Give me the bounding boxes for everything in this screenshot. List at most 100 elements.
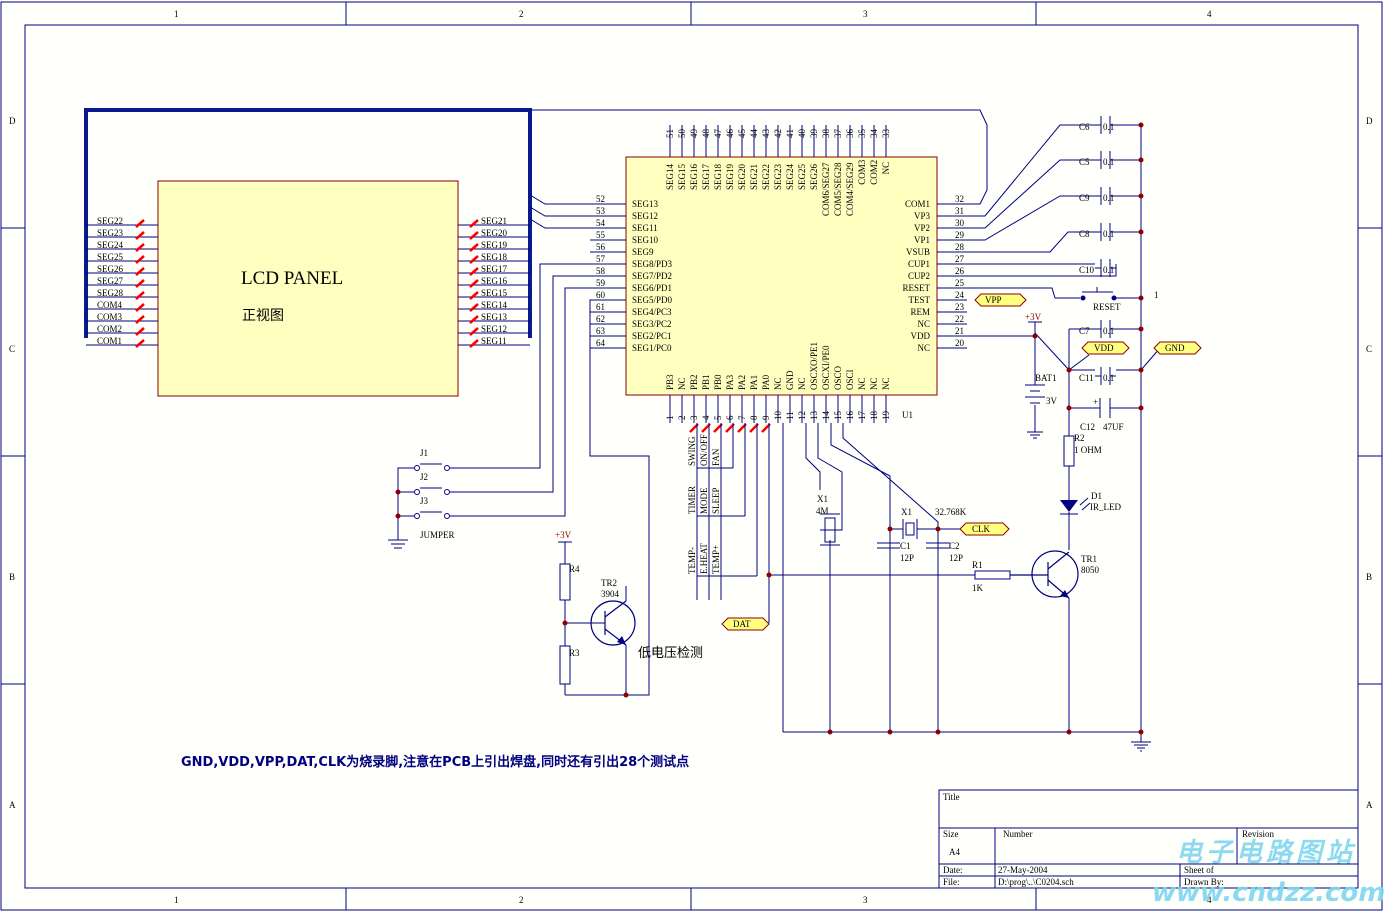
ic-left-pin-name: SEG2/PC1 xyxy=(632,331,672,341)
c1-val: 12P xyxy=(900,553,914,563)
ic-bottom-pin-name: PB0 xyxy=(713,374,723,390)
noconnect-mark xyxy=(135,339,145,348)
j2-label: J2 xyxy=(420,472,428,482)
noconnect-mark xyxy=(135,267,145,276)
ic-left-pin-name: SEG13 xyxy=(632,199,659,209)
tb-date-value: 27-May-2004 xyxy=(998,865,1048,875)
cap-value: 0.1 xyxy=(1103,193,1114,203)
ic-right-pin-num: 21 xyxy=(955,326,964,336)
ic-right-pin-name: NC xyxy=(917,343,930,353)
tr2-arrow xyxy=(617,636,626,645)
jumper-label: JUMPER xyxy=(420,530,455,540)
key-label: MODE xyxy=(699,487,709,514)
port-gnd: GND xyxy=(1153,341,1202,355)
ic-left-pin-name: SEG10 xyxy=(632,235,659,245)
d1-val: IR_LED xyxy=(1090,502,1121,512)
ic-left-pin-num: 53 xyxy=(596,206,606,216)
watermark-url: www.cndzz.com xyxy=(1152,878,1384,908)
col-label: 3 xyxy=(863,9,868,19)
ic-bottom-pin-name: PB1 xyxy=(701,374,711,390)
ic-bottom-pin-num: 13 xyxy=(809,411,819,421)
ic-left-pin-name: SEG4/PC3 xyxy=(632,307,672,317)
ic-top-pin-name: SEG24 xyxy=(785,163,795,190)
lcd-left-pin-label: COM2 xyxy=(97,324,122,334)
row-label: C xyxy=(9,344,15,354)
ic-left-pin-num: 59 xyxy=(596,278,606,288)
ic-top-pin-num: 33 xyxy=(881,129,891,139)
lcd-subtitle: 正视图 xyxy=(242,308,284,324)
ic-left-pin-name: SEG5/PD0 xyxy=(632,295,673,305)
ic-left-pin-num: 55 xyxy=(596,230,606,240)
lcd-left-pin-label: SEG22 xyxy=(97,216,123,226)
ic-left-pin-name: SEG12 xyxy=(632,211,658,221)
ic-bottom-pin-num: 17 xyxy=(857,411,867,421)
tr1-val: 8050 xyxy=(1081,565,1100,575)
ic-top-pin-num: 39 xyxy=(809,129,819,139)
key-label: FAN xyxy=(711,448,721,466)
ic-left-pin-num: 63 xyxy=(596,326,606,336)
ic-right-pin-name: REM xyxy=(910,307,930,317)
cap-value: 0.1 xyxy=(1103,265,1114,275)
port-dat-label: DAT xyxy=(733,619,751,629)
tb-file-label: File: xyxy=(943,877,960,887)
x1b-val: 32.768K xyxy=(935,507,967,517)
cap-value: 0.1 xyxy=(1103,229,1114,239)
lowv-label: 低电压检测 xyxy=(638,646,703,661)
ic-bottom-pin-num: 4 xyxy=(701,415,711,420)
cap-value: 0.1 xyxy=(1103,326,1114,336)
ic-bottom-pin-name: PA1 xyxy=(749,375,759,390)
lcd-left-pin-label: SEG25 xyxy=(97,252,124,262)
ic-left-pin-num: 54 xyxy=(596,218,606,228)
port-gnd-label: GND xyxy=(1165,343,1185,353)
watermark-cn: 电子电路图站 xyxy=(1176,838,1356,868)
x1b-ref: X1 xyxy=(901,507,912,517)
ic-bottom-pin-num: 5 xyxy=(713,415,723,420)
noconnect-mark xyxy=(469,219,479,228)
ic-top-pin-name: COM2 xyxy=(869,160,879,185)
ic-left-pin-num: 60 xyxy=(596,290,606,300)
port-vdd-label: VDD xyxy=(1094,343,1114,353)
ic-top-pin-name: SEG22 xyxy=(761,164,771,190)
cap-value: 0.1 xyxy=(1103,122,1114,132)
lcd-left-pin-label: SEG26 xyxy=(97,264,124,274)
ic-left-pin-name: SEG7/PD2 xyxy=(632,271,672,281)
ic-bottom-pin-name: NC xyxy=(881,377,891,390)
row-label: C xyxy=(1366,344,1372,354)
bat-val: 3V xyxy=(1046,396,1058,406)
ic-top-pin-num: 35 xyxy=(857,129,867,139)
noconnect-mark xyxy=(469,303,479,312)
ic-bottom-pin-num: 14 xyxy=(821,411,831,421)
supply-label-2: +3V xyxy=(555,530,572,540)
lcd-right-pin-label: SEG14 xyxy=(481,300,508,310)
ic-left-pin-name: SEG3/PC2 xyxy=(632,319,672,329)
ic-left-pin-num: 56 xyxy=(596,242,606,252)
x1a-val: 4M xyxy=(816,506,829,516)
row-label: B xyxy=(9,572,15,582)
noconnect-mark xyxy=(469,315,479,324)
noconnect-mark xyxy=(135,291,145,300)
ic-top-pin-num: 43 xyxy=(761,129,771,139)
row-label: A xyxy=(1366,800,1373,810)
col-label: 1 xyxy=(174,9,179,19)
title-block xyxy=(938,789,1359,889)
port-dat: DAT xyxy=(721,617,770,631)
ic-bottom-pin-num: 7 xyxy=(737,415,747,420)
ic-top-pin-num: 47 xyxy=(713,129,723,139)
reset-pin-num: 1 xyxy=(1154,290,1159,300)
ic-bottom-pin-name: PB2 xyxy=(689,374,699,390)
col-label: 1 xyxy=(174,895,179,905)
lcd-left-pin-label: COM3 xyxy=(97,312,123,322)
key-label: E.HEAT xyxy=(699,543,709,574)
noconnect-mark xyxy=(135,255,145,264)
r3-ref: R3 xyxy=(569,648,580,658)
ic-bottom-pin-name: OSCXI/PE0 xyxy=(821,345,831,390)
tb-drawn-label: Drawn By: xyxy=(1184,877,1224,887)
port-vdd: VDD xyxy=(1081,341,1130,355)
ic-top-pin-num: 36 xyxy=(845,129,855,139)
lcd-left-pin-label: SEG23 xyxy=(97,228,124,238)
ic-bottom-pin-name: PA0 xyxy=(761,374,771,390)
noconnect-mark xyxy=(135,315,145,324)
ic-right-pin-num: 25 xyxy=(955,278,965,288)
lcd-right-pin-label: SEG15 xyxy=(481,288,508,298)
